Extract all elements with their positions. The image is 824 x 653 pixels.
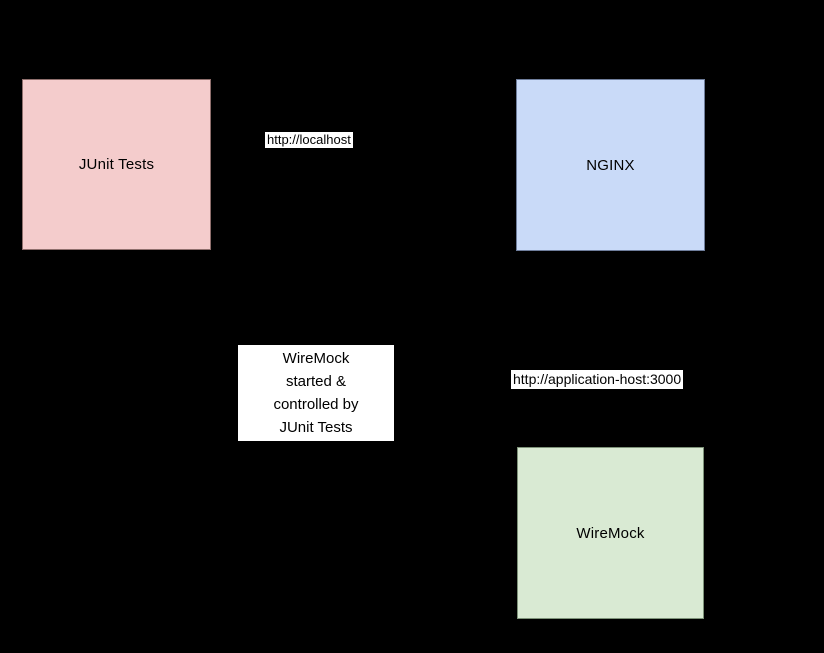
edge-label-application-host-url: http://application-host:3000 <box>511 370 684 389</box>
note-line: started & <box>285 373 347 390</box>
node-nginx-label: NGINX <box>586 156 635 174</box>
edge-label-localhost-url: http://localhost <box>265 132 353 148</box>
node-wiremock: WireMock <box>517 447 704 619</box>
note-line: WireMock <box>282 350 350 367</box>
note-wiremock-controlled-by-junit: WireMock started & controlled by JUnit T… <box>238 345 394 441</box>
note-line: JUnit Tests <box>279 419 353 436</box>
node-wiremock-label: WireMock <box>576 524 645 542</box>
node-junit-tests-label: JUnit Tests <box>78 156 155 173</box>
note-line: controlled by <box>273 396 359 413</box>
node-nginx: NGINX <box>516 79 705 251</box>
node-junit-tests: JUnit Tests <box>22 79 211 250</box>
